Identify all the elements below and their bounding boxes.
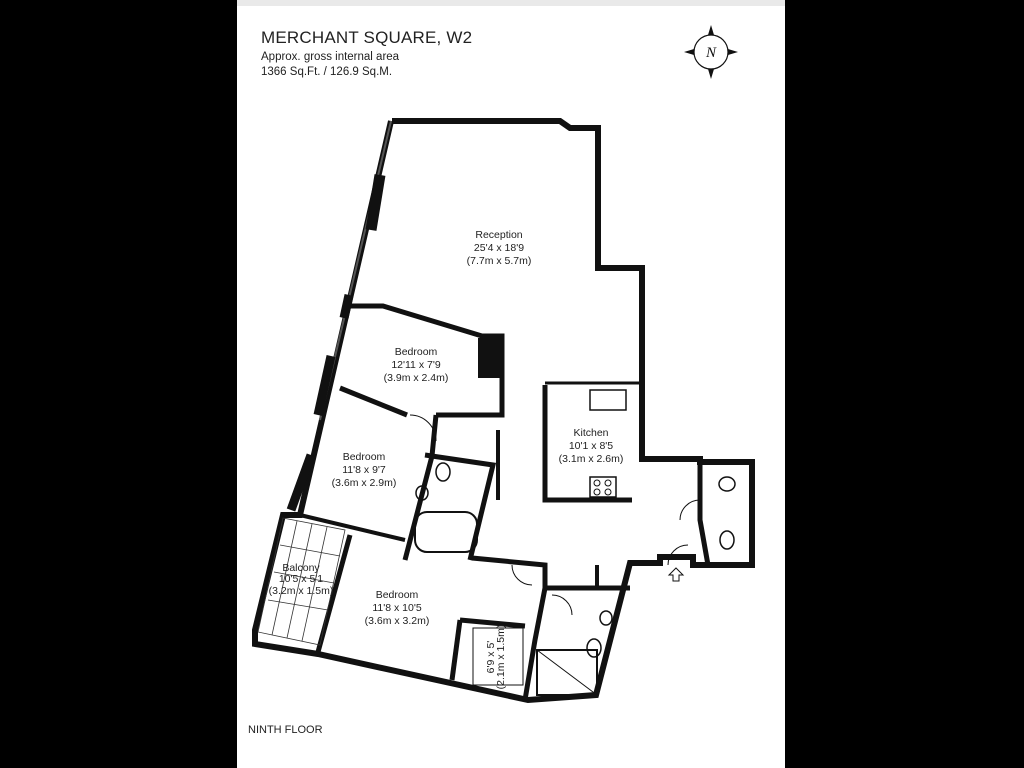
balcony-metric: (3.2m x 1.5m) — [269, 585, 334, 597]
kitchen-metric: (3.1m x 2.6m) — [559, 453, 624, 465]
reception-imperial: 25'4 x 18'9 — [474, 242, 524, 254]
wall-column — [365, 174, 386, 231]
bedroom2-metric: (3.6m x 2.9m) — [332, 477, 397, 489]
bedroom1-name: Bedroom — [395, 346, 438, 358]
compass-north-icon: N — [684, 25, 738, 79]
floor-label: NINTH FLOOR — [248, 724, 323, 736]
wardrobe-block — [478, 338, 502, 378]
reception-metric: (7.7m x 5.7m) — [467, 255, 532, 267]
area-label: Approx. gross internal area — [261, 51, 400, 63]
storage-imperial: 6'9 x 5' — [485, 641, 497, 674]
balcony-imperial: 10'5 x 5'1 — [279, 573, 323, 585]
reception-name: Reception — [475, 229, 522, 241]
sheet-margin — [771, 0, 785, 768]
bedroom1-imperial: 12'11 x 7'9 — [391, 359, 441, 371]
bedroom2-name: Bedroom — [343, 451, 386, 463]
bedroom3-imperial: 11'8 x 10'5 — [372, 602, 422, 614]
property-title: MERCHANT SQUARE, W2 — [261, 28, 473, 47]
entrance-arrow-icon — [667, 567, 685, 582]
outer-wall — [252, 118, 755, 704]
balcony-name: Balcony — [282, 562, 320, 574]
bedroom2-imperial: 11'8 x 9'7 — [342, 464, 386, 476]
storage-metric: (2.1m x 1.5m) — [495, 625, 507, 690]
bedroom3-name: Bedroom — [376, 589, 419, 601]
balcony-deck — [257, 517, 346, 646]
bedroom1-metric: (3.9m x 2.4m) — [384, 372, 449, 384]
compass-letter: N — [705, 45, 717, 61]
area-value: 1366 Sq.Ft. / 126.9 Sq.M. — [261, 66, 393, 78]
kitchen-name: Kitchen — [573, 427, 608, 439]
top-strip — [237, 0, 785, 6]
bedroom3-metric: (3.6m x 3.2m) — [365, 615, 430, 627]
kitchen-imperial: 10'1 x 8'5 — [569, 440, 613, 452]
